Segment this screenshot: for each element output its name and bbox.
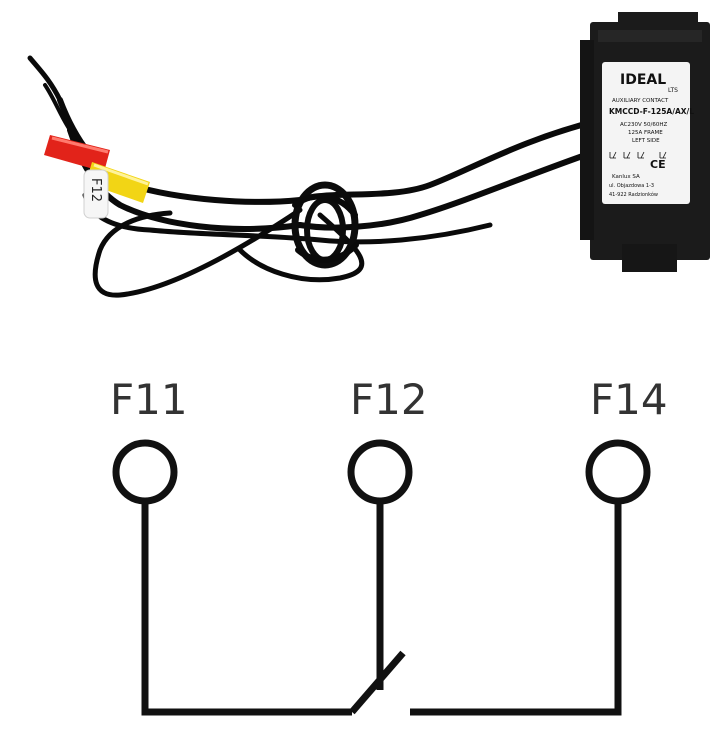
device-model: KMCCD-F-125A/AX/L (609, 107, 694, 116)
common-line-f11 (141, 501, 352, 716)
device-brand: IDEAL (620, 72, 666, 88)
terminal-f11-circle (112, 439, 178, 505)
terminal-label-f14: F14 (590, 375, 668, 424)
maker-city: 41-922 Radzionków (609, 191, 658, 198)
terminal-f12-circle (347, 439, 413, 505)
device-label-sticker (602, 62, 690, 204)
product-photo: F12 IDEAL LTS AUXILIARY CONTACT KMCCD-F-… (27, 12, 710, 298)
wire-tag-label: F12 (88, 178, 103, 202)
device-rating: AC230V 50/60HZ (620, 122, 668, 128)
maker-name: Kanlux SA (612, 174, 640, 180)
auxiliary-contact-device: IDEAL LTS AUXILIARY CONTACT KMCCD-F-125A… (580, 12, 710, 272)
wire-bundle (27, 55, 603, 298)
terminal-label-f11: F11 (110, 375, 188, 424)
device-title: AUXILIARY CONTACT (612, 98, 669, 104)
device-frame: 125A FRAME (628, 130, 663, 136)
device-brand-sub: LTS (668, 87, 678, 94)
terminal-label-f12: F12 (350, 375, 428, 424)
ce-mark: CE (650, 158, 666, 171)
maker-street: ul. Objazdowa 1-3 (609, 183, 654, 189)
line-f14 (410, 501, 622, 716)
terminal-f14-circle (585, 439, 651, 505)
terminal-labels: F11 F12 F14 (110, 375, 668, 424)
contact-symbols (609, 151, 667, 159)
wire-tag: F12 (83, 169, 109, 219)
device-side: LEFT SIDE (632, 138, 660, 144)
